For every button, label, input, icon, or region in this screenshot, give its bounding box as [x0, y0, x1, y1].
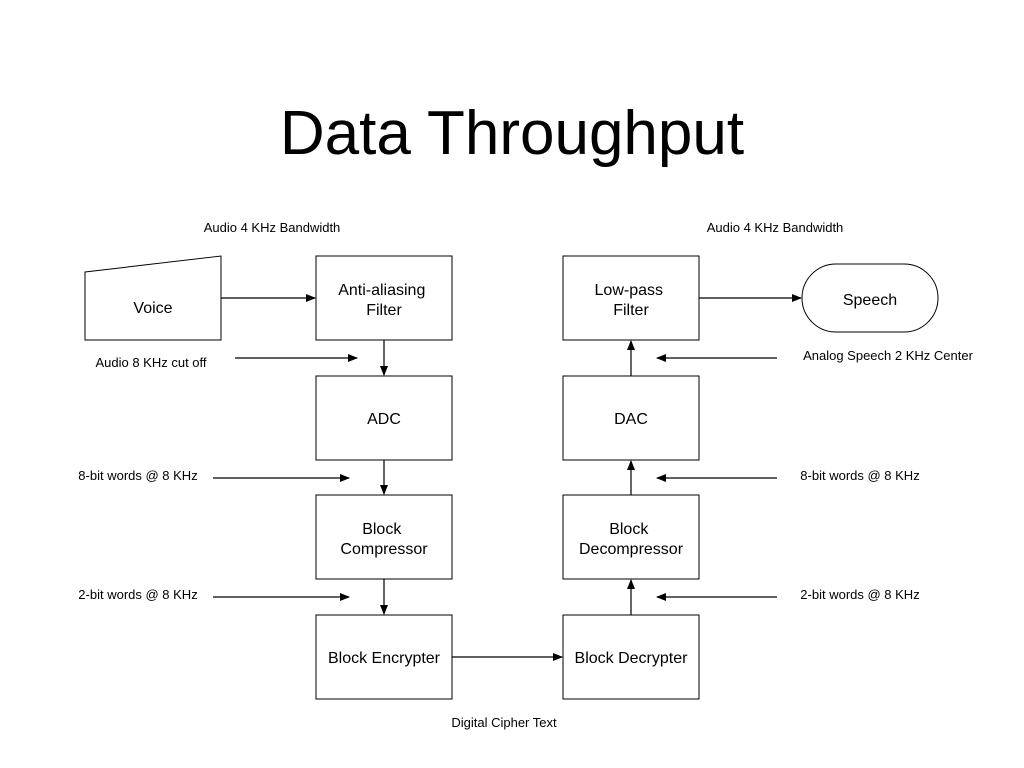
right-bandwidth-label: Audio 4 KHz Bandwidth — [707, 220, 844, 235]
anti-aliasing-filter-box — [315, 255, 453, 341]
block-decompressor-node: Block Decompressor — [562, 494, 700, 580]
anti-aliasing-filter-line2: Filter — [366, 302, 402, 319]
left-bandwidth-label: Audio 4 KHz Bandwidth — [204, 220, 341, 235]
block-decompressor-line1: Block — [609, 521, 649, 538]
anti-aliasing-filter-line1: Anti-aliasing — [338, 282, 425, 299]
right-2bit-label: 2-bit words @ 8 KHz — [800, 587, 919, 602]
block-decompressor-label: Block Decompressor — [579, 521, 684, 558]
voice-label: Voice — [133, 300, 172, 317]
adc-label: ADC — [367, 411, 401, 428]
adc-node: ADC — [315, 375, 453, 461]
audio-cutoff-label: Audio 8 KHz cut off — [95, 355, 206, 370]
right-8bit-label: 8-bit words @ 8 KHz — [800, 468, 919, 483]
anti-aliasing-filter-label: Anti-aliasing Filter — [338, 282, 430, 319]
low-pass-filter-line1: Low-pass — [595, 282, 663, 299]
block-decompressor-box — [562, 494, 700, 580]
block-decrypter-node: Block Decrypter — [562, 614, 700, 700]
block-decrypter-label: Block Decrypter — [575, 650, 689, 667]
dac-node: DAC — [562, 375, 700, 461]
speech-terminator — [801, 263, 939, 333]
block-compressor-box — [315, 494, 453, 580]
left-2bit-label: 2-bit words @ 8 KHz — [78, 587, 197, 602]
block-decrypter-box — [562, 614, 700, 700]
block-compressor-label: Block Compressor — [340, 521, 428, 558]
block-encrypter-label: Block Encrypter — [328, 650, 441, 667]
block-compressor-line1: Block — [362, 521, 402, 538]
dac-label: DAC — [614, 411, 648, 428]
speech-label: Speech — [843, 292, 897, 309]
adc-box — [315, 375, 453, 461]
analog-speech-label: Analog Speech 2 KHz Center — [803, 348, 973, 363]
page-title: Data Throughput — [280, 99, 744, 168]
cipher-text-label: Digital Cipher Text — [451, 715, 557, 730]
block-compressor-node: Block Compressor — [315, 494, 453, 580]
low-pass-filter-label: Low-pass Filter — [595, 282, 668, 319]
anti-aliasing-filter-node: Anti-aliasing Filter — [315, 255, 453, 341]
block-compressor-line2: Compressor — [340, 541, 428, 558]
low-pass-filter-box — [562, 255, 700, 341]
block-encrypter-node: Block Encrypter — [315, 614, 453, 700]
block-decompressor-line2: Decompressor — [579, 541, 684, 558]
low-pass-filter-node: Low-pass Filter — [562, 255, 700, 341]
voice-node: Voice — [84, 255, 222, 341]
dac-box — [562, 375, 700, 461]
voice-shape — [84, 255, 222, 341]
block-encrypter-box — [315, 614, 453, 700]
left-8bit-label: 8-bit words @ 8 KHz — [78, 468, 197, 483]
speech-node: Speech — [801, 263, 939, 333]
low-pass-filter-line2: Filter — [613, 302, 649, 319]
